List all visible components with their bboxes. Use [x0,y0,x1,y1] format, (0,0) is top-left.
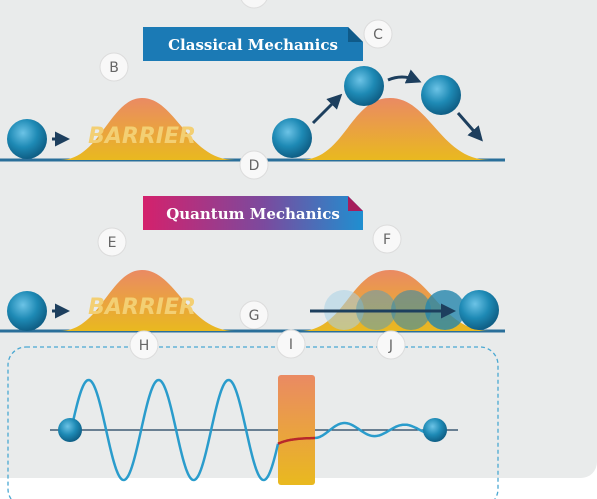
wavefunction-box [7,346,499,499]
curved-arrow-icon [311,93,343,125]
svg-text:E: E [108,235,117,251]
svg-text:D: D [249,158,260,174]
classical-ball-left [7,119,47,159]
svg-text:B: B [109,60,119,76]
marker-top-partial [240,0,268,9]
quantum-ball-left [7,291,47,331]
svg-text:I: I [289,337,293,353]
classical-barrier-left [60,98,235,160]
marker-j: J [376,330,406,360]
marker-c: C [363,19,393,49]
quantum-barrier-label: BARRIER [88,295,196,320]
marker-b: B [99,52,129,82]
svg-text:C: C [373,27,383,43]
marker-h: H [129,330,159,360]
classical-barrier-right [300,98,490,160]
wave-barrier-wall [278,375,315,485]
marker-e: E [97,227,127,257]
classical-ball-descend [421,75,461,115]
classical-ball-start [272,118,312,158]
marker-i: I [276,329,306,359]
classical-barrier-label: BARRIER [88,124,196,149]
marker-d: D [239,150,269,180]
classical-banner: Classical Mechanics [143,27,363,61]
svg-text:F: F [383,232,391,248]
wavefunction-curve [68,378,435,482]
wave-ball-left [58,418,82,442]
curved-arrow-icon [456,112,483,142]
classical-ball-top [344,66,384,106]
classical-title: Classical Mechanics [168,36,338,54]
wave-ball-right [423,418,447,442]
svg-text:J: J [388,338,393,354]
quantum-barrier-left [60,270,235,331]
marker-f: F [372,224,402,254]
wavefunction-inside-barrier [277,436,315,445]
svg-text:H: H [139,338,150,354]
tunneling-ball-final [459,290,499,330]
svg-text:G: G [249,308,260,324]
curved-arrow-icon [387,69,422,84]
quantum-banner: Quantum Mechanics [143,196,363,230]
quantum-title: Quantum Mechanics [166,205,340,223]
marker-g: G [239,300,269,330]
